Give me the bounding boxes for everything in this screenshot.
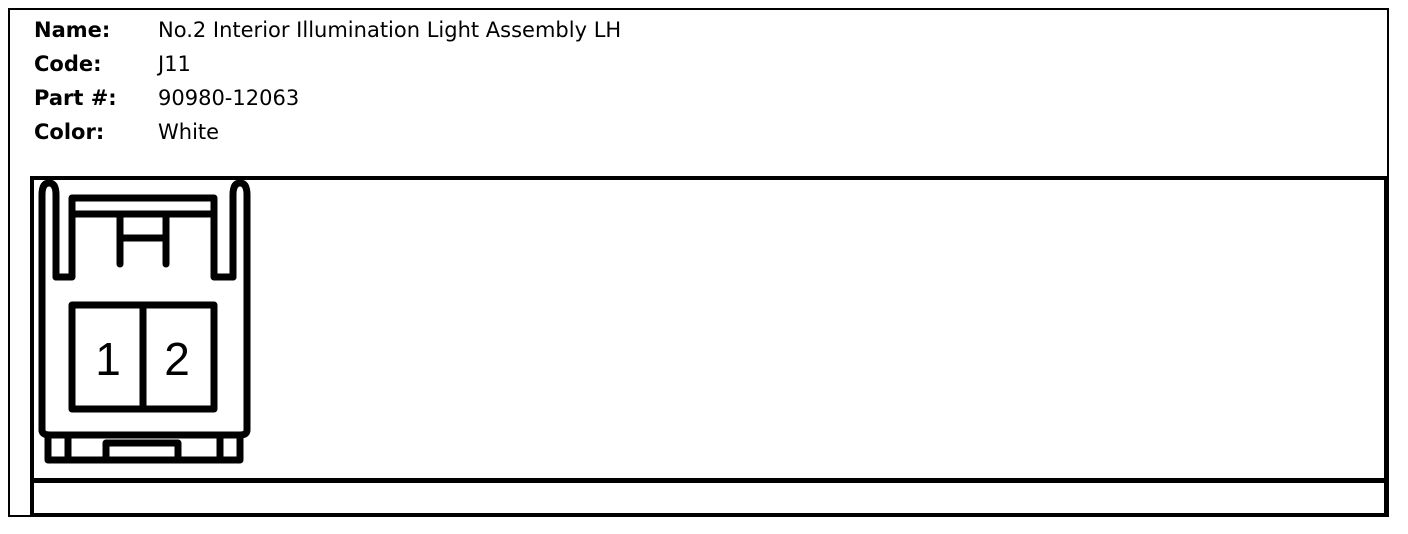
code-label: Code:: [34, 52, 102, 76]
color-value: White: [158, 120, 220, 144]
name-value: No.2 Interior Illumination Light Assembl…: [158, 18, 622, 42]
right-latch-arm: [229, 179, 251, 434]
diagram-footer-frame: [30, 479, 1388, 517]
pin-2-label: 2: [164, 333, 190, 385]
left-latch-arm: [38, 179, 60, 434]
code-value: J11: [158, 52, 191, 76]
pin-1-label: 1: [95, 333, 121, 385]
color-label: Color:: [34, 120, 105, 144]
connector-body: [38, 194, 251, 439]
part-number-value: 90980-12063: [158, 86, 300, 110]
lock-tab: [116, 210, 170, 268]
name-label: Name:: [34, 18, 111, 42]
part-number-label: Part #:: [34, 86, 117, 110]
bottom-key: [44, 431, 244, 464]
